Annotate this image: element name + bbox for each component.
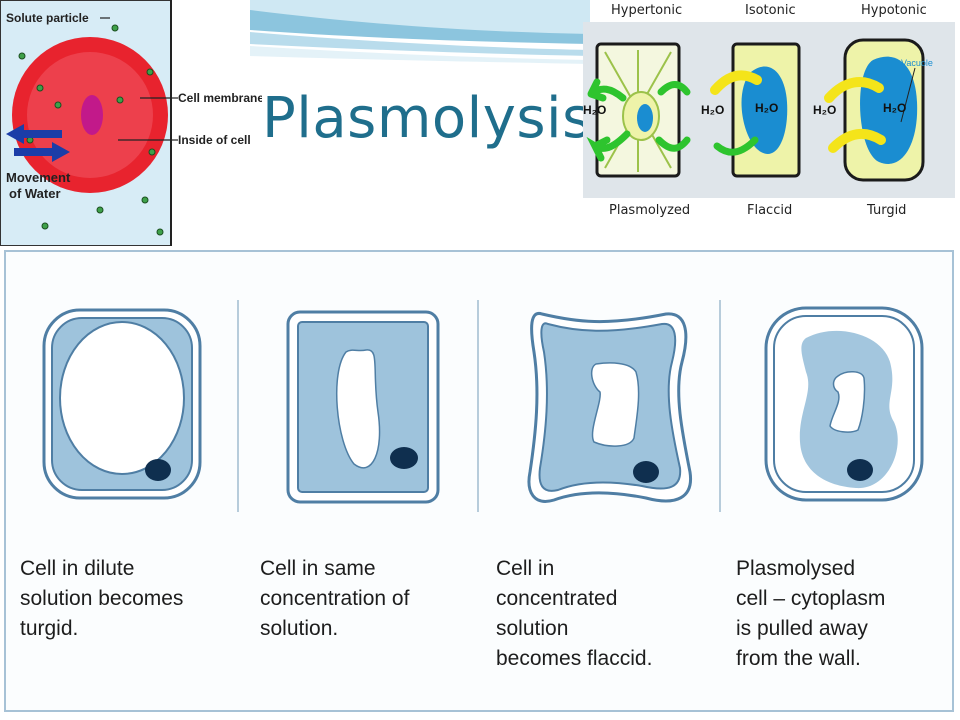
plasmolyzed-cell xyxy=(586,42,691,178)
h2o-label-3: H₂O xyxy=(813,103,836,117)
flaccid-cell-illustration xyxy=(527,312,693,503)
solute-diagram-labels: Cell membrane Inside of cell xyxy=(172,91,262,147)
solute-particles xyxy=(18,24,164,236)
column-dividers xyxy=(237,300,721,512)
label-of-water: of Water xyxy=(9,186,61,201)
h2o-label-2: H₂O xyxy=(755,101,778,115)
label-inside-of-cell: Inside of cell xyxy=(178,133,251,147)
osmosis-cell-diagram: Solute particle Movement of Water xyxy=(0,0,172,246)
tonicity-cells: H₂O H₂O H₂O H₂O H₂O Vacuole xyxy=(583,22,955,198)
label-hypotonic: Hypotonic xyxy=(861,3,927,18)
isotonic-cell-illustration xyxy=(286,310,440,504)
label-isotonic: Isotonic xyxy=(745,3,796,18)
cell-states-illustration xyxy=(42,300,924,512)
label-solute-particle: Solute particle xyxy=(6,11,89,25)
caption-turgid: Cell in dilute solution becomes turgid. xyxy=(20,557,184,640)
flaccid-cell xyxy=(710,42,801,178)
plasmolysed-cell-illustration xyxy=(764,306,924,502)
vacuole-label: Vacuole xyxy=(901,58,933,68)
turgid-cell xyxy=(824,38,925,182)
slide-title: Plasmolysis xyxy=(262,86,592,151)
label-plasmolyzed: Plasmolyzed xyxy=(609,203,691,218)
h2o-label-1: H₂O xyxy=(701,103,724,117)
label-movement: Movement xyxy=(6,170,71,185)
caption-isotonic: Cell in same concentration of solution. xyxy=(260,557,410,640)
cell-nucleus xyxy=(81,95,103,135)
label-turgid: Turgid xyxy=(867,203,907,218)
cell-states-panel: Cell in dilute solution becomes turgid. … xyxy=(4,250,954,712)
caption-plasmolysed: Plasmolysed cell – cytoplasm is pulled a… xyxy=(736,557,886,670)
caption-flaccid: Cell in concentrated solution becomes fl… xyxy=(496,557,653,670)
turgid-cell-illustration xyxy=(42,308,202,500)
h2o-label-0: H₂O xyxy=(583,103,606,117)
h2o-label-4: H₂O xyxy=(883,101,906,115)
tonicity-diagram: H₂O H₂O H₂O H₂O H₂O Vacuole Hypertonic I… xyxy=(583,0,955,224)
label-flaccid: Flaccid xyxy=(747,203,793,218)
header-swoosh xyxy=(250,0,590,90)
label-hypertonic: Hypertonic xyxy=(611,3,683,18)
label-cell-membrane: Cell membrane xyxy=(178,91,262,105)
water-movement-arrows xyxy=(6,124,70,162)
